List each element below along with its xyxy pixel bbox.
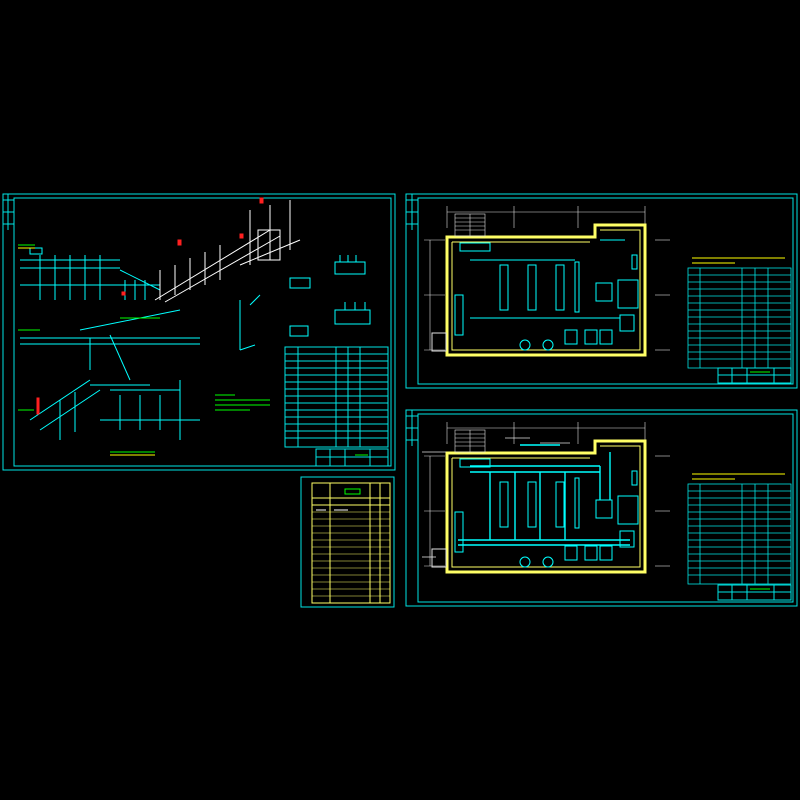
- isometric-yellow-labels: [18, 247, 155, 456]
- isometric-fixture-cluster: [289, 255, 371, 337]
- room-wall-outline: [445, 223, 647, 357]
- plan-bottom-piping: [458, 444, 630, 546]
- isometric-pipe-group-3: [20, 294, 261, 381]
- drawing-index-sheet: [300, 476, 395, 608]
- plan-equipment-top: [454, 239, 639, 351]
- isometric-sheet: [2, 193, 396, 471]
- isometric-pipe-group-4: [29, 379, 200, 440]
- plan-sheet-bottom: [405, 409, 798, 607]
- column-grid-icon: [424, 206, 670, 351]
- isometric-labels: [18, 244, 368, 456]
- title-block-icon: [3, 194, 14, 230]
- title-block-icon: [406, 410, 418, 446]
- staircase-icon: [454, 213, 486, 237]
- plan-bottom-notes: [692, 473, 785, 480]
- plan-bottom-labels: [422, 437, 570, 558]
- staircase-icon: [454, 429, 486, 453]
- plan-bottom-schedule-table: [687, 483, 792, 585]
- plan-bottom-title-block: [717, 584, 792, 601]
- room-inner-wall: [451, 445, 641, 568]
- isometric-legend-table: [284, 346, 389, 448]
- plan-top-notes: [692, 257, 785, 264]
- title-block-icon: [406, 194, 418, 230]
- room-inner-wall: [451, 229, 641, 351]
- isometric-pipe-group-1: [20, 247, 161, 300]
- isometric-pipe-group-2: [154, 200, 301, 303]
- isometric-title-block: [315, 448, 389, 467]
- column-grid-icon: [424, 422, 670, 567]
- plan-sheet-top: [405, 193, 798, 389]
- drawing-index-rows: [312, 511, 390, 597]
- plan-top-title-block: [717, 367, 792, 384]
- valve-icon: [36, 197, 264, 415]
- room-wall-outline: [445, 439, 647, 574]
- plan-top-schedule-table: [687, 267, 792, 369]
- plan-equipment-bottom: [454, 458, 639, 568]
